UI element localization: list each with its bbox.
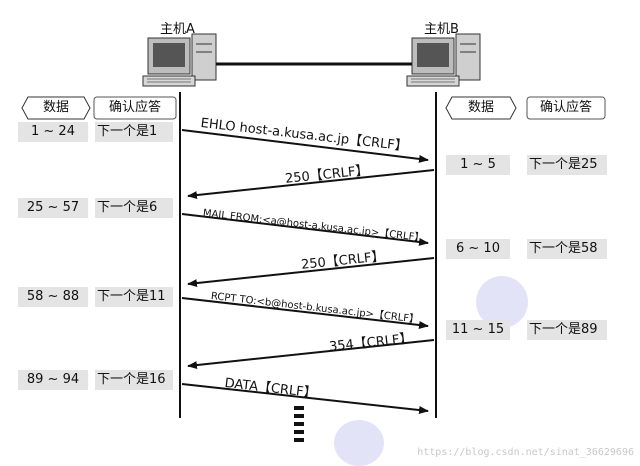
decorative-circle bbox=[334, 420, 384, 466]
right-ack-cell: 下一个是89 bbox=[527, 320, 607, 340]
left-ack-cell: 下一个是16 bbox=[95, 370, 173, 390]
left-data-header: 数据 bbox=[42, 100, 69, 115]
host-b-label: 主机B bbox=[424, 22, 459, 37]
left-data-header-box bbox=[21, 96, 91, 120]
decorative-circle bbox=[476, 276, 528, 328]
right-ack-cell: 下一个是25 bbox=[527, 155, 607, 175]
arrow-ehlo bbox=[181, 129, 429, 163]
left-range-cell: 89 ~ 94 bbox=[18, 370, 88, 390]
arrow-354 bbox=[187, 339, 435, 370]
right-range-cell: 11 ~ 15 bbox=[446, 320, 510, 340]
continuation-dashes bbox=[294, 406, 304, 442]
right-range-cell: 6 ~ 10 bbox=[446, 239, 510, 259]
right-ack-cell: 下一个是58 bbox=[527, 239, 607, 259]
left-ack-cell: 下一个是6 bbox=[95, 198, 173, 218]
right-ack-header-box bbox=[526, 96, 606, 120]
left-ack-cell: 下一个是11 bbox=[95, 287, 173, 307]
arrow-rcpt-to bbox=[181, 297, 429, 329]
left-ack-header-box bbox=[93, 96, 177, 120]
computer-a-icon bbox=[142, 33, 217, 87]
arrow-250-2 bbox=[187, 257, 435, 288]
right-data-header-box bbox=[445, 96, 517, 120]
left-range-cell: 25 ~ 57 bbox=[18, 198, 88, 218]
left-range-cell: 1 ~ 24 bbox=[18, 122, 88, 142]
right-data-header: 数据 bbox=[467, 100, 494, 115]
right-range-cell: 1 ~ 5 bbox=[446, 155, 510, 175]
right-ack-header: 确认应答 bbox=[539, 100, 592, 115]
arrow-data bbox=[181, 383, 429, 414]
watermark-text: https://blog.csdn.net/sinat_36629696 bbox=[417, 447, 634, 458]
arrow-250-1 bbox=[187, 169, 435, 200]
left-ack-header: 确认应答 bbox=[108, 100, 161, 115]
computer-b-icon bbox=[406, 33, 481, 87]
host-a-label: 主机A bbox=[160, 22, 195, 37]
arrow-mail-from bbox=[181, 213, 429, 246]
left-ack-cell: 下一个是1 bbox=[95, 122, 173, 142]
left-range-cell: 58 ~ 88 bbox=[18, 287, 88, 307]
